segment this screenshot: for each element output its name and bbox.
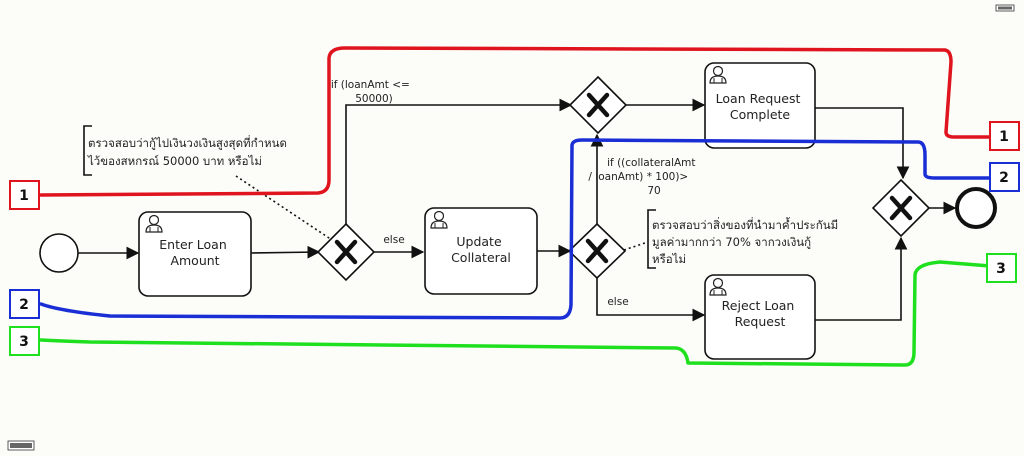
- flow-gw2-else: [596, 278, 706, 322]
- task-enter-loan-amount[interactable]: Enter Loan Amount: [138, 211, 252, 297]
- task-label-line: Collateral: [451, 250, 511, 265]
- flow-gw1-up: [345, 98, 573, 224]
- exclusive-gateway-2[interactable]: [567, 222, 627, 280]
- svg-text:2: 2: [999, 170, 1009, 186]
- exclusive-gateway-1[interactable]: [316, 222, 376, 282]
- svg-text:2: 2: [19, 297, 29, 313]
- flow-label-line: if (loanAmt <=: [331, 79, 410, 91]
- svg-text:1: 1: [999, 129, 1009, 145]
- flow-label-if-collateral: if ((collateralAmt / loanAmt) * 100)> 70: [588, 157, 698, 197]
- annotation-line: ไว้ของสหกรณ์ 50000 บาท หรือไม่: [87, 154, 262, 168]
- task-label-line: Update: [456, 234, 502, 249]
- association-note-1: [235, 175, 333, 241]
- exclusive-gateway-3[interactable]: [568, 75, 628, 135]
- flow-label-line: 70: [647, 185, 660, 197]
- flow-label-line: / loanAmt) * 100)>: [588, 171, 688, 183]
- svg-text:ตรวจสอบว่าสิ่งของที่นำมาค้ำประ: ตรวจสอบว่าสิ่งของที่นำมาค้ำประกันมี มูลค…: [652, 217, 842, 266]
- text-annotation-2: ตรวจสอบว่าสิ่งของที่นำมาค้ำประกันมี มูลค…: [647, 209, 842, 269]
- task-label-line: Complete: [730, 107, 791, 122]
- task-reject-loan-request[interactable]: Reject Loan Request: [704, 274, 816, 360]
- annotation-line: มูลค่ามากกว่า 70% จากวงเงินกู้: [652, 235, 811, 249]
- path-badge-1-left: 1: [9, 180, 40, 210]
- flow-reject-to-gw4: [815, 236, 908, 321]
- task-label-line: Request: [735, 314, 786, 329]
- annotation-line: ตรวจสอบว่าสิ่งของที่นำมาค้ำประกันมี: [652, 217, 838, 232]
- task-label-line: Enter Loan: [159, 237, 227, 252]
- bottom-left-mark: [7, 440, 35, 451]
- path-badge-3-right: 3: [986, 253, 1017, 283]
- flow-label-line: if ((collateralAmt: [607, 157, 695, 169]
- flow-label-else-2: else: [607, 296, 628, 308]
- svg-text:Enter Loan Amount: Enter Loan Amount: [159, 237, 230, 268]
- task-label-line: Amount: [170, 253, 219, 268]
- flow-complete-to-gw4: [815, 107, 910, 180]
- path-1-line: [39, 46, 993, 197]
- svg-text:3: 3: [996, 261, 1006, 277]
- path-badge-3-left: 3: [9, 326, 40, 356]
- flow-label-line: 50000): [355, 93, 393, 105]
- task-label-line: Reject Loan: [722, 298, 795, 313]
- annotation-line: หรือไม่: [652, 252, 686, 266]
- path-badge-1-right: 1: [989, 121, 1020, 151]
- top-right-mark: [995, 4, 1015, 12]
- svg-text:3: 3: [19, 334, 29, 350]
- annotation-line: ตรวจสอบว่ากู้ไปเงินวงเงินสูงสุดที่กำหนด: [88, 135, 287, 150]
- task-loan-request-complete[interactable]: Loan Request Complete: [704, 62, 816, 149]
- svg-text:Reject Loan Request: Reject Loan Request: [722, 298, 799, 329]
- start-event[interactable]: [39, 233, 79, 273]
- path-2-line: [39, 138, 993, 320]
- svg-text:1: 1: [19, 188, 29, 204]
- flow-label-if-loan-amt: if (loanAmt <= 50000): [331, 79, 413, 105]
- association-note-2: [623, 241, 649, 251]
- end-event[interactable]: [955, 187, 997, 229]
- path-3-line: [39, 260, 992, 367]
- flow-label-else-1: else: [383, 234, 404, 246]
- text-annotation-1: ตรวจสอบว่ากู้ไปเงินวงเงินสูงสุดที่กำหนด …: [83, 125, 291, 176]
- task-label-line: Loan Request: [716, 91, 801, 106]
- path-badge-2-left: 2: [9, 289, 40, 319]
- flow-enter-to-gw1: [250, 245, 321, 259]
- svg-text:Update Collateral: Update Collateral: [451, 234, 511, 265]
- task-update-collateral[interactable]: Update Collateral: [424, 207, 538, 295]
- path-badge-2-right: 2: [989, 162, 1020, 192]
- svg-text:ตรวจสอบว่ากู้ไปเงินวงเงินสูงสุ: ตรวจสอบว่ากู้ไปเงินวงเงินสูงสุดที่กำหนด …: [87, 135, 291, 168]
- exclusive-gateway-4[interactable]: [871, 178, 931, 238]
- svg-text:Loan Request Complete: Loan Request Complete: [716, 91, 805, 122]
